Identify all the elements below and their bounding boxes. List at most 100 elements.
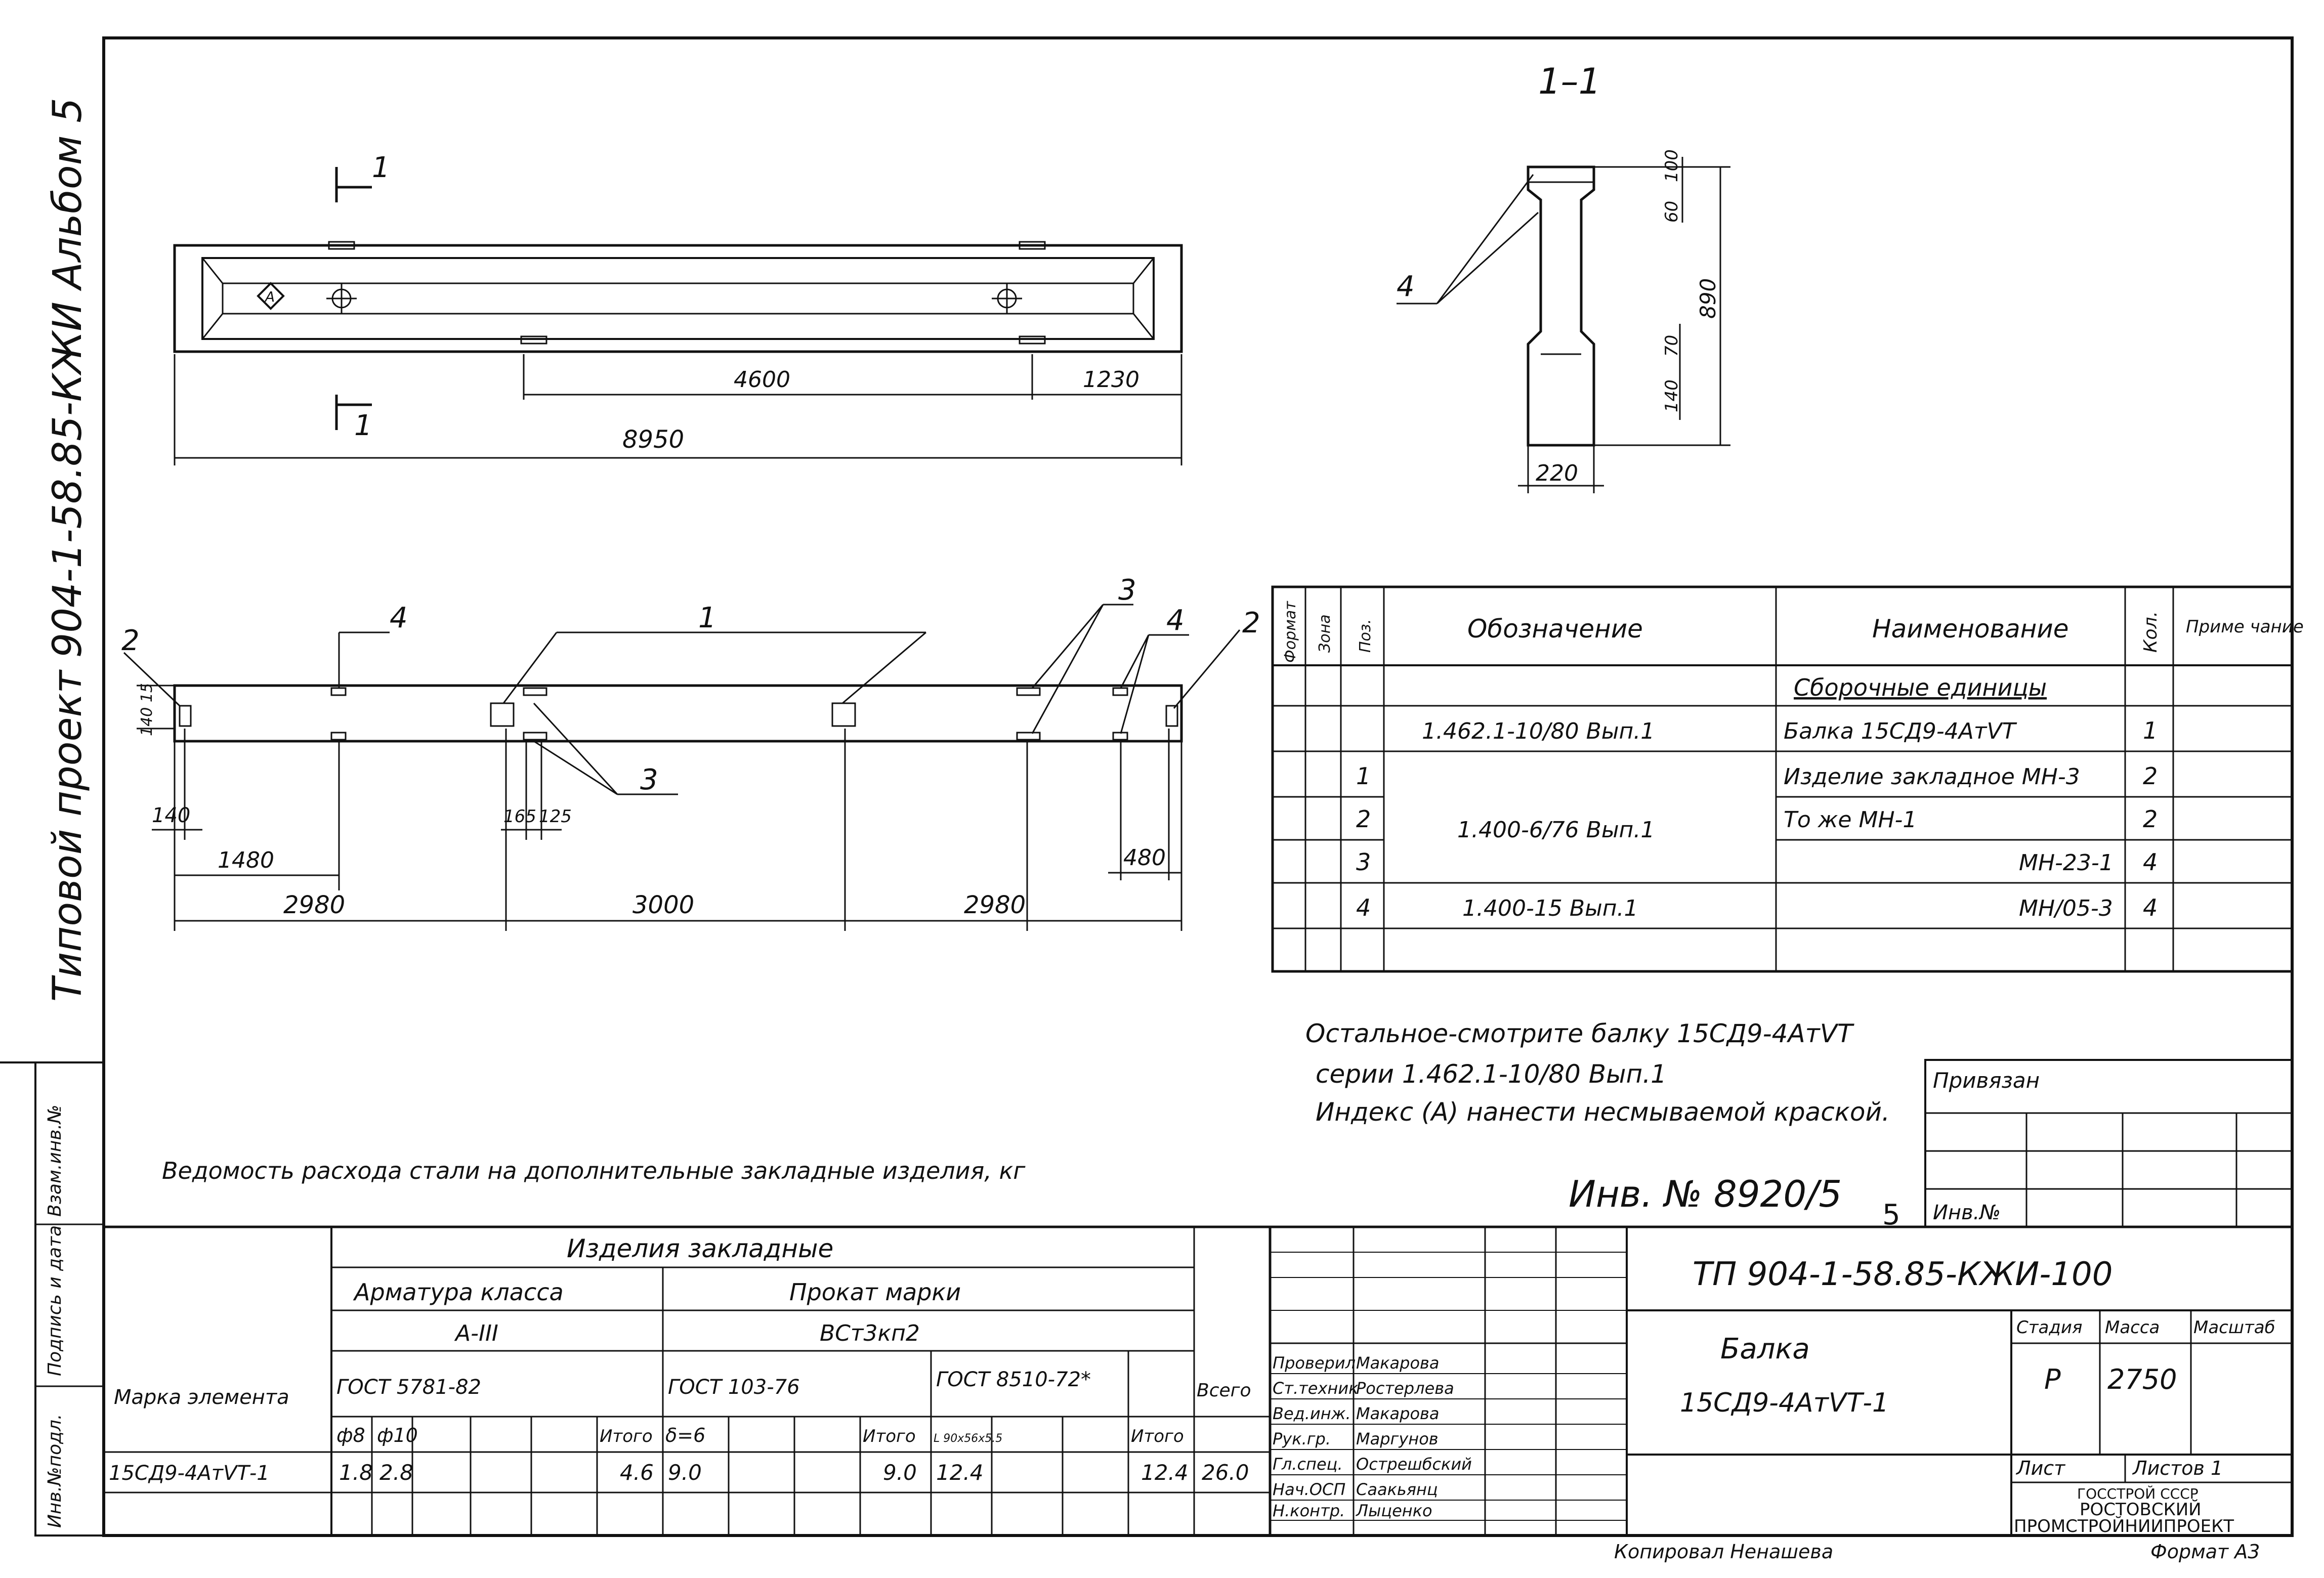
stamp-massa-value: 2750 [2107, 1363, 2177, 1395]
steel-vst: ВСт3кп2 [820, 1320, 920, 1346]
callout-2-right: 2 [1242, 607, 1260, 639]
inv-no-label: Инв.№ [1933, 1201, 2001, 1224]
spec-row5-designation: 1.400-15 Вып.1 [1462, 895, 1638, 921]
strip-sign: Подпись и дата [45, 1225, 65, 1376]
dim-8950: 8950 [622, 425, 684, 454]
left-strip: Инв.№подл. Подпись и дата Взам.инв.№ [34, 1061, 105, 1537]
steel-gost1: ГОСТ 5781-82 [336, 1376, 481, 1399]
dim-140: 140 [1662, 379, 1682, 412]
steel-marka: Марка элемента [114, 1386, 289, 1409]
callout-1: 1 [698, 602, 716, 634]
spec-row3-pos: 2 [1356, 805, 1371, 833]
person-role-4: Рук.гр. [1273, 1429, 1331, 1448]
spec-row5-pos: 4 [1356, 894, 1371, 921]
dim-890: 890 [1696, 278, 1720, 319]
dim-140-15: 140 15 [138, 683, 156, 736]
steel-row-ugol: 12.4 [936, 1460, 984, 1485]
stamp-org-1: ГОССТРОЙ СССР [2077, 1485, 2199, 1502]
steel-itogo-3: Итого [1131, 1426, 1184, 1446]
elevation-view: 2 2 4 1 3 4 3 140 15 [121, 574, 1260, 931]
person-name-6: Саакьянц [1356, 1480, 1438, 1499]
steel-ugol: L 90x56x5.5 [934, 1432, 1002, 1445]
steel-row-vsego: 26.0 [1202, 1460, 1249, 1485]
spec-row1-qty: 1 [2143, 717, 2158, 744]
dim-220: 220 [1536, 460, 1578, 486]
plan-view: А 1 1 4600 1230 8950 [173, 151, 1183, 465]
person-role-5: Гл.спец. [1273, 1455, 1343, 1474]
person-role-1: Проверил [1273, 1353, 1356, 1373]
steel-d10: ф10 [377, 1424, 418, 1446]
steel-a3: А-III [454, 1320, 498, 1346]
stamp-listov: Листов 1 [2132, 1457, 2223, 1479]
steel-row-d8: 1.8 [339, 1460, 373, 1485]
callout-3-bottom: 3 [640, 763, 658, 796]
dim-2980-a: 2980 [283, 891, 345, 919]
spec-hdr-name: Наименование [1872, 614, 2069, 644]
steel-izdelia: Изделия закладные [567, 1234, 833, 1263]
dim-165: 165 [503, 806, 536, 827]
stamp-stadia: Стадия [2016, 1317, 2082, 1338]
spec-row3-qty: 2 [2143, 805, 2158, 833]
dim-480: 480 [1123, 845, 1166, 871]
steel-row-it2: 9.0 [883, 1460, 917, 1485]
steel-row-marka: 15СД9-4АтVТ-1 [109, 1462, 270, 1485]
spec-row2-qty: 2 [2143, 762, 2158, 790]
title-block: Проверил Макарова Ст.техник Ростерлева В… [1269, 1225, 2294, 1537]
steel-row-it1: 4.6 [620, 1460, 654, 1485]
spec-row4-qty: 4 [2143, 848, 2158, 876]
notes: Остальное-смотрите балку 15СД9-4АтVТ сер… [1305, 1019, 1890, 1127]
steel-itogo-2: Итого [863, 1426, 916, 1446]
steel-itogo-1: Итого [600, 1426, 653, 1446]
spec-hdr-note: Приме чание [2186, 617, 2304, 637]
strip-vzam: Взам.инв.№ [45, 1104, 65, 1217]
spec-row1-name: Балка 15СД9-4АтVТ [1784, 718, 2017, 744]
steel-gost3: ГОСТ 8510-72* [936, 1368, 1091, 1391]
stamp-stadia-value: Р [2044, 1363, 2061, 1395]
stamp-code: ТП 904-1-58.85-КЖИ-100 [1693, 1256, 2112, 1293]
stamp-masshtab: Масштаб [2193, 1317, 2275, 1338]
steel-vsego: Всего [1197, 1380, 1251, 1401]
person-name-1: Макарова [1356, 1353, 1440, 1373]
spec-row2-name: Изделие закладное МН-3 [1784, 764, 2080, 790]
note-1: Остальное-смотрите балку 15СД9-4АтVТ [1305, 1019, 1854, 1048]
spec-hdr-format: Формат [1282, 601, 1299, 663]
person-role-6: Нач.ОСП [1273, 1480, 1345, 1499]
privyazan-box: Привязан Инв.№ [1924, 1059, 2293, 1228]
person-name-7: Лыценко [1356, 1501, 1432, 1520]
stamp-massa: Масса [2105, 1317, 2160, 1338]
callout-4-left: 4 [390, 602, 408, 634]
spec-row3-name: То же МН-1 [1784, 807, 1917, 833]
cut-mark-top: 1 [372, 151, 390, 184]
spec-row4-name: МН-23-1 [2019, 850, 2114, 876]
section-view: 1–1 4 890 100 60 70 140 220 [1397, 61, 1730, 493]
dim-1230: 1230 [1083, 367, 1139, 393]
spec-hdr-qty: Кол. [2140, 611, 2161, 653]
dim-60: 60 [1662, 201, 1682, 223]
steel-d8: ф8 [336, 1424, 365, 1446]
dim-3000: 3000 [632, 891, 694, 919]
callout-3-right: 3 [1118, 574, 1136, 607]
stamp-org-2: РОСТОВСКИЙ [2080, 1499, 2202, 1520]
callout-4-right: 4 [1166, 604, 1185, 637]
dim-125: 125 [539, 806, 572, 827]
steel-table: Изделия закладные Арматура класса Прокат… [102, 1225, 1272, 1537]
spec-row4-pos: 3 [1356, 848, 1371, 876]
person-name-3: Макарова [1356, 1404, 1440, 1423]
spec-section-title: Сборочные единицы [1794, 674, 2047, 701]
strip-inv: Инв.№подл. [45, 1414, 65, 1528]
person-role-3: Вед.инж. [1273, 1404, 1351, 1423]
spec-row5-qty: 4 [2143, 894, 2158, 921]
side-title: Типовой проект 904-1-58.85-КЖИ Альбом 5 [45, 98, 91, 1002]
steel-row-d10: 2.8 [379, 1460, 413, 1485]
svg-text:А: А [264, 288, 275, 305]
spec-hdr-zone: Зона [1316, 614, 1334, 653]
spec-table: Формат Зона Поз. Обозначение Наименовани… [1271, 585, 2304, 973]
stamp-title-2: 15СД9-4АтVТ-1 [1680, 1388, 1889, 1418]
steel-table-title: Ведомость расхода стали на дополнительны… [162, 1157, 1026, 1184]
dim-2980-b: 2980 [964, 891, 1026, 919]
stamp-title-1: Балка [1720, 1333, 1810, 1366]
steel-prokat: Прокат марки [789, 1278, 961, 1306]
steel-row-delta: 9.0 [668, 1460, 702, 1485]
section-label: 1–1 [1538, 61, 1601, 102]
